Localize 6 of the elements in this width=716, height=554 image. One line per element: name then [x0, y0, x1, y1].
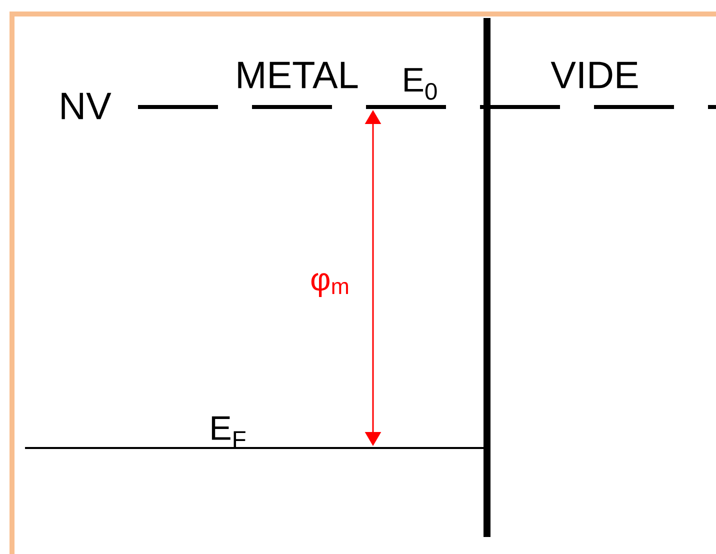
energy-label: E$_{F}$	[212, 416, 246, 448]
region-label: VIDE	[550, 62, 638, 88]
level-label: NV	[62, 92, 112, 120]
region-label: METAL	[238, 62, 358, 88]
work-function-label: φ$_{m}$	[311, 273, 348, 297]
energy-label: E$_{0}$	[404, 68, 437, 100]
